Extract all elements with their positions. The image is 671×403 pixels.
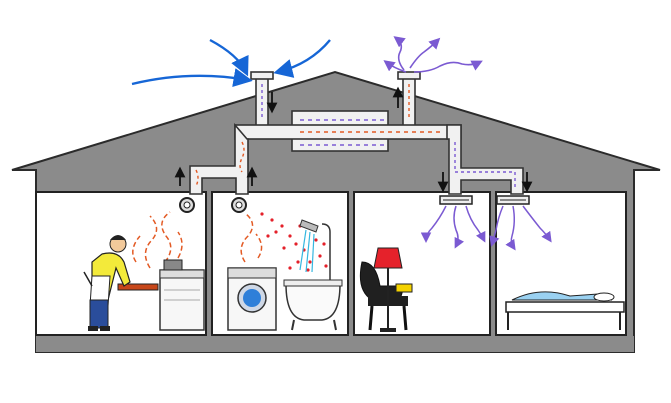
shower-head — [299, 219, 319, 233]
cooking-pot — [163, 259, 183, 271]
stove — [117, 259, 205, 331]
room-bedroom — [495, 191, 627, 336]
duct-network — [189, 71, 524, 195]
extract-vents — [179, 197, 247, 213]
house-floor — [36, 336, 634, 352]
shower-pipe — [321, 223, 331, 280]
washing-machine — [227, 267, 277, 331]
frying-pan — [117, 283, 159, 291]
fresh-air-arrow-3 — [273, 39, 331, 78]
fresh-air-arrow-2 — [209, 38, 249, 77]
person-legs — [89, 299, 109, 329]
kitchen-fumes — [132, 211, 183, 269]
fresh-air-arrow-1 — [131, 68, 253, 88]
duct-direction-arrows — [174, 86, 533, 193]
supply-vents — [439, 195, 530, 205]
duct-exhaust-cap — [397, 71, 421, 80]
person-cooking — [83, 235, 131, 331]
duct-airflow-marks — [195, 84, 516, 190]
bathtub — [283, 219, 343, 331]
duct-intake-cap — [250, 71, 274, 80]
duct-left-branch — [189, 122, 249, 195]
stale-air-exhaust-arrows — [383, 36, 483, 73]
lamp-shade — [373, 247, 403, 269]
duct-right-branch — [446, 124, 524, 195]
supply-air-arrows — [420, 205, 552, 251]
bed — [505, 291, 625, 330]
floor-lamp — [373, 247, 413, 332]
fresh-air-arrows — [131, 38, 331, 88]
